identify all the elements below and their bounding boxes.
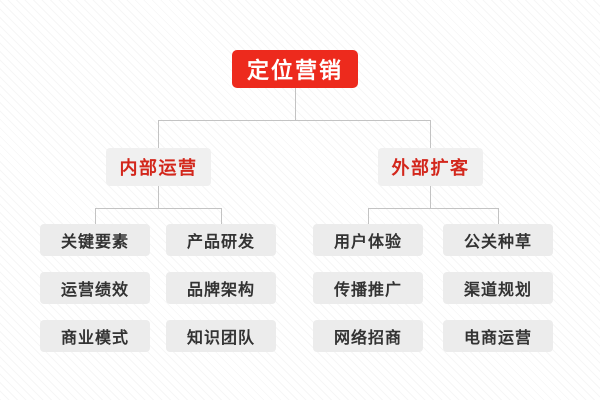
connector-branch-1-bar <box>95 208 222 209</box>
leaf-node[interactable]: 知识团队 <box>166 320 276 352</box>
root-node[interactable]: 定位营销 <box>232 50 358 88</box>
leaf-node[interactable]: 关键要素 <box>40 224 150 256</box>
branch-node-external-acquisition[interactable]: 外部扩客 <box>378 148 483 186</box>
leaf-node[interactable]: 渠道规划 <box>443 272 553 304</box>
connector-root-stem <box>295 88 296 120</box>
branch-node-internal-operations[interactable]: 内部运营 <box>106 148 211 186</box>
leaf-node[interactable]: 运营绩效 <box>40 272 150 304</box>
connector-branch-2-drop-col-2 <box>498 208 499 224</box>
connector-branch-2-bar <box>368 208 498 209</box>
connector-branch-1-drop-col-2 <box>221 208 222 224</box>
leaf-node[interactable]: 电商运营 <box>443 320 553 352</box>
connector-branch-1-drop-col-1 <box>95 208 96 224</box>
leaf-node[interactable]: 用户体验 <box>313 224 423 256</box>
connector-branch-1-stem <box>158 186 159 208</box>
leaf-node[interactable]: 传播推广 <box>313 272 423 304</box>
connector-root-drop-left <box>158 120 159 148</box>
connector-branch-2-stem <box>430 186 431 208</box>
leaf-node[interactable]: 公关种草 <box>443 224 553 256</box>
connector-root-bar <box>158 120 431 121</box>
leaf-node[interactable]: 网络招商 <box>313 320 423 352</box>
leaf-node[interactable]: 品牌架构 <box>166 272 276 304</box>
connector-branch-2-drop-col-1 <box>368 208 369 224</box>
connector-root-drop-right <box>430 120 431 148</box>
leaf-node[interactable]: 商业模式 <box>40 320 150 352</box>
leaf-node[interactable]: 产品研发 <box>166 224 276 256</box>
